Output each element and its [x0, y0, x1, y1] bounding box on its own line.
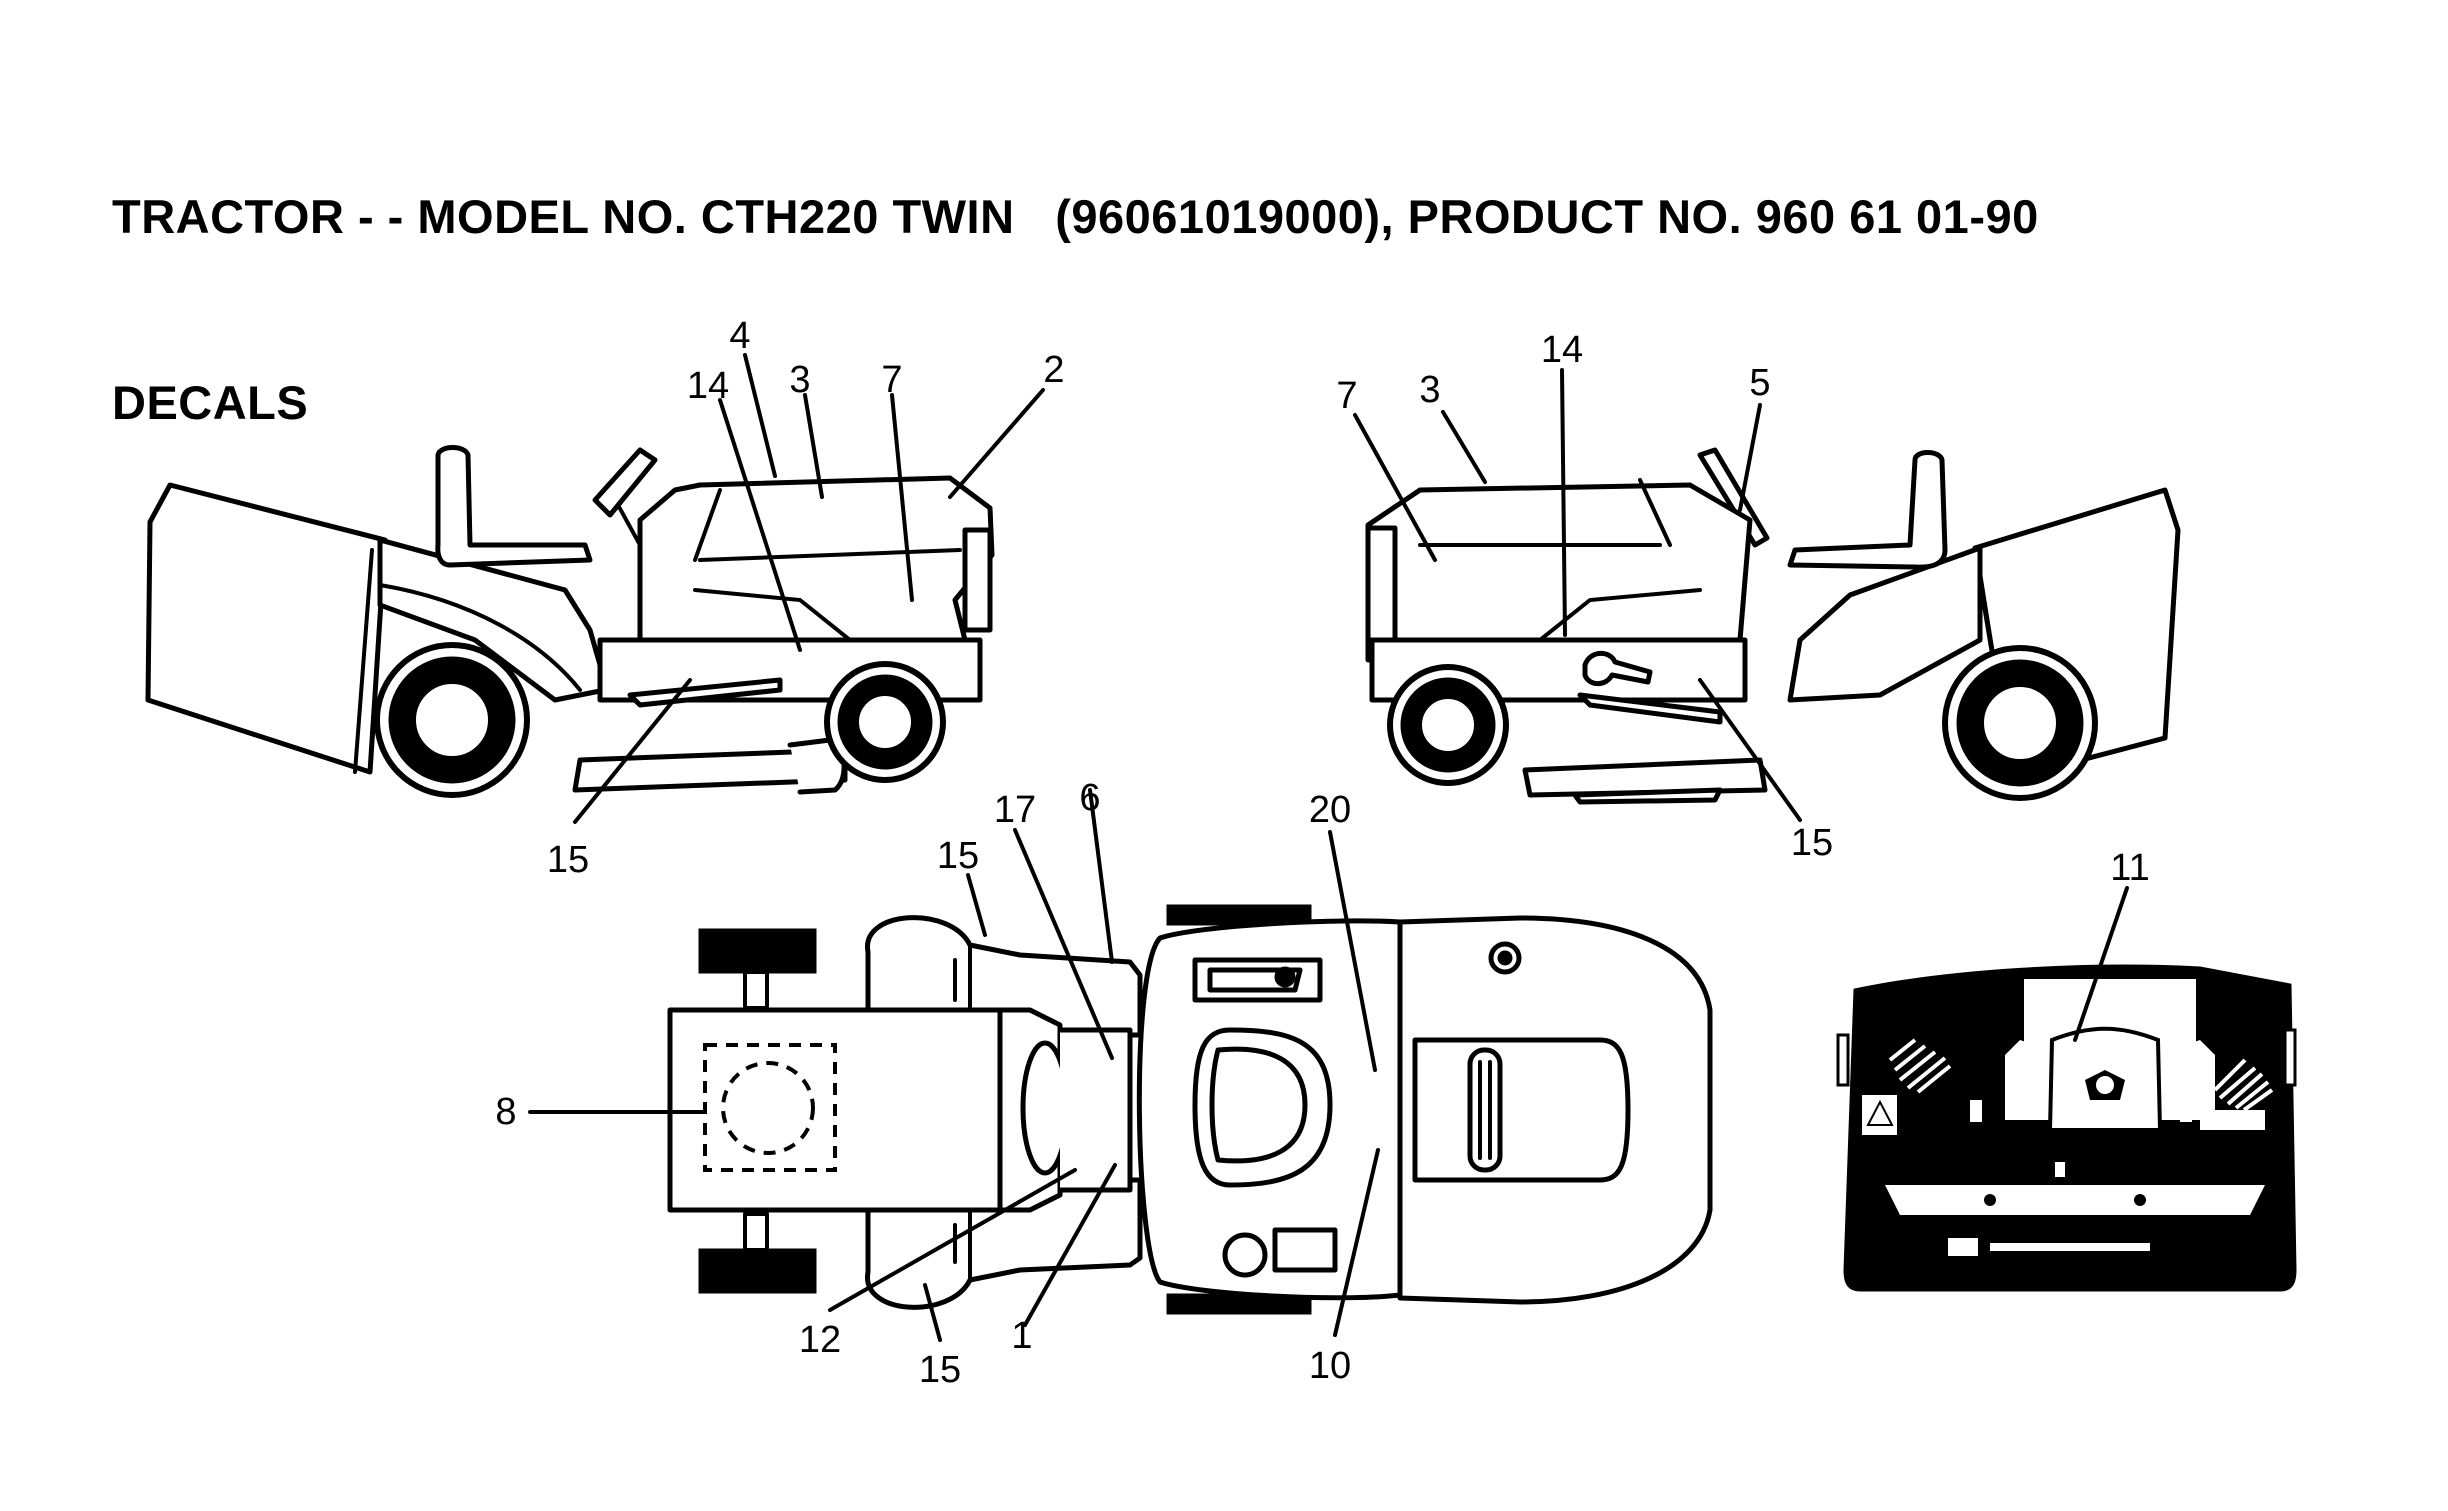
callout-17: 17	[994, 789, 1036, 831]
callout-5: 5	[1749, 362, 1770, 404]
callout-2: 2	[1043, 349, 1064, 391]
callout-3: 3	[789, 359, 810, 401]
callout-15: 15	[1791, 822, 1833, 864]
callout-3: 3	[1419, 369, 1440, 411]
top-view	[528, 788, 1713, 1342]
right-side-view	[1353, 368, 2181, 822]
callout-14: 14	[1541, 329, 1583, 371]
callout-15: 15	[937, 835, 979, 877]
callout-1: 1	[1011, 1315, 1032, 1357]
left-side-view	[145, 353, 1045, 824]
callout-11: 11	[2110, 847, 2149, 889]
callout-7: 7	[1336, 375, 1357, 417]
title-line-1: TRACTOR - - MODEL NO. CTH220 TWIN (96061…	[112, 190, 2039, 243]
page-title: TRACTOR - - MODEL NO. CTH220 TWIN (96061…	[112, 62, 2039, 496]
callout-10: 10	[1309, 1345, 1351, 1387]
callout-7: 7	[881, 359, 902, 401]
callout-6: 6	[1079, 777, 1100, 819]
callout-15: 15	[919, 1349, 961, 1391]
callout-15: 15	[547, 839, 589, 881]
callout-12: 12	[799, 1319, 841, 1361]
control-panel	[1836, 886, 2297, 1292]
callout-20: 20	[1309, 789, 1351, 831]
callout-4: 4	[729, 315, 750, 357]
callout-8: 8	[495, 1091, 516, 1133]
callout-14: 14	[687, 365, 729, 407]
title-line-2: DECALS	[112, 376, 309, 429]
